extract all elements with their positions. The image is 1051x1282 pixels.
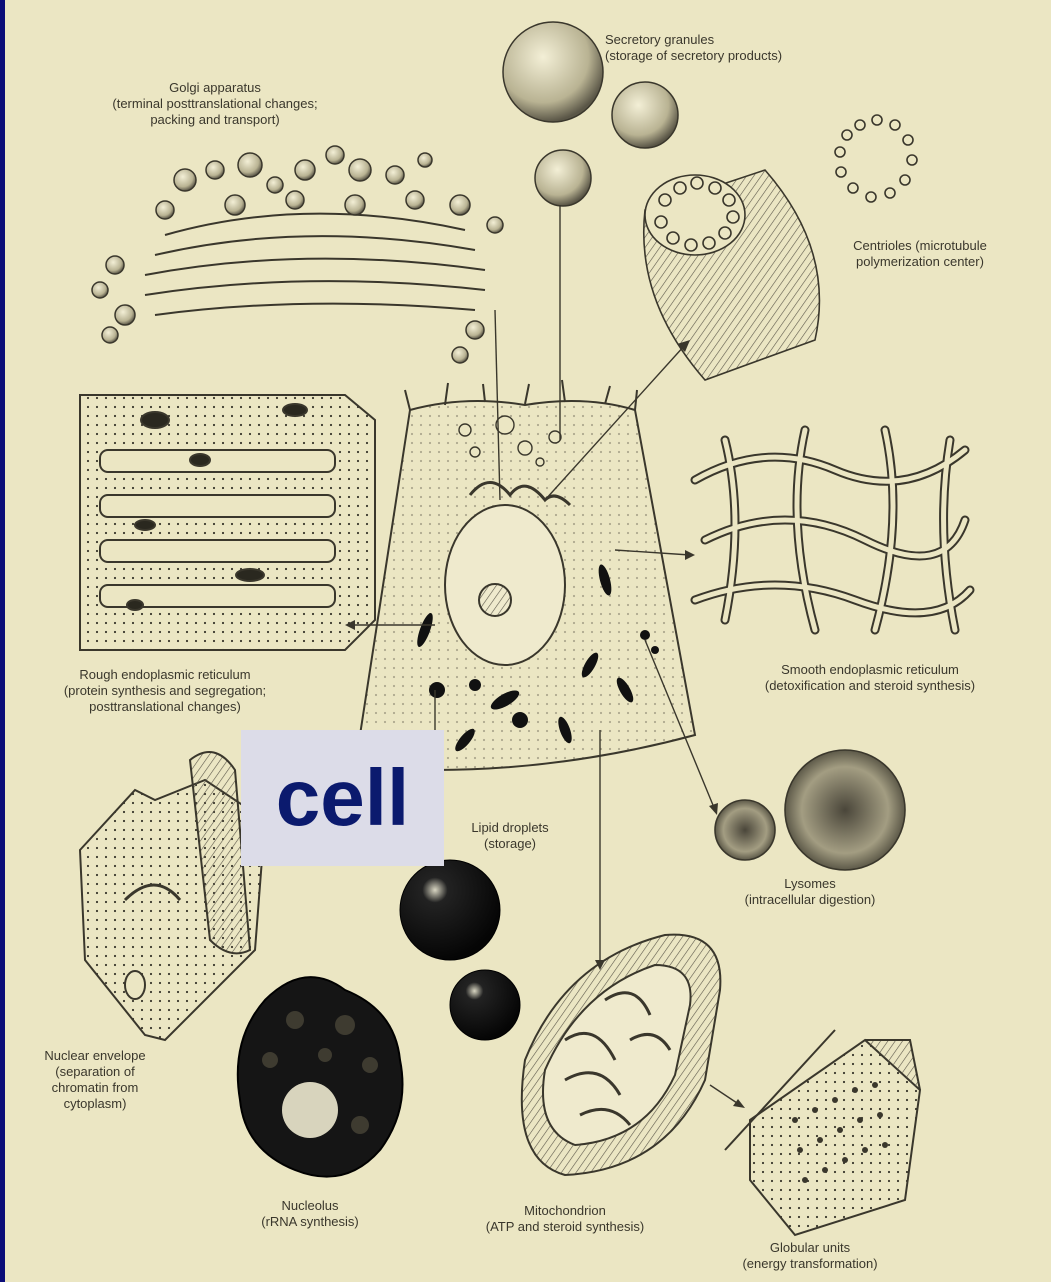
ser-desc-1: (detoxification and steroid synthesis) (695, 678, 1045, 694)
lysomes-drawing (715, 750, 905, 870)
lipid-desc-1: (storage) (435, 836, 585, 852)
globular-desc-1: (energy transformation) (695, 1256, 925, 1272)
nucleolus-name: Nucleolus (235, 1198, 385, 1214)
mitochondrion-drawing (522, 935, 721, 1175)
mito-name: Mitochondrion (435, 1203, 695, 1219)
globular-units-label: Globular units (energy transformation) (695, 1240, 925, 1272)
globular-units-drawing (725, 1030, 920, 1235)
ser-label: Smooth endoplasmic reticulum (detoxifica… (695, 662, 1045, 694)
cell-tag-box: cell (241, 730, 444, 866)
centrioles-label: Centrioles (microtubule polymerization c… (795, 238, 1045, 270)
lipid-label: Lipid droplets (storage) (435, 820, 585, 852)
nuclear-name: Nuclear envelope (10, 1048, 180, 1064)
golgi-label: Golgi apparatus (terminal posttranslatio… (45, 80, 385, 128)
secretory-desc-1: (storage of secretory products) (605, 48, 905, 64)
lysomes-desc-1: (intracellular digestion) (685, 892, 935, 908)
globular-name: Globular units (695, 1240, 925, 1256)
secretory-label: Secretory granules (storage of secretory… (605, 32, 905, 64)
lipid-name: Lipid droplets (435, 820, 585, 836)
diagram-page: Golgi apparatus (terminal posttranslatio… (5, 0, 1051, 1282)
rer-name: Rough endoplasmic reticulum (5, 667, 325, 683)
golgi-name: Golgi apparatus (45, 80, 385, 96)
rough-er-drawing (80, 395, 375, 650)
lipid-droplets-drawing (400, 860, 520, 1040)
centrioles-name: Centrioles (microtubule (795, 238, 1045, 254)
golgi-apparatus-drawing (92, 146, 503, 363)
rer-desc-1: (protein synthesis and segregation; (5, 683, 325, 699)
nuclear-desc-2: chromatin from (10, 1080, 180, 1096)
nuclear-desc-1: (separation of (10, 1064, 180, 1080)
rer-desc-2: posttranslational changes) (5, 699, 325, 715)
rer-label: Rough endoplasmic reticulum (protein syn… (5, 667, 325, 715)
nucleolus-drawing (238, 977, 403, 1177)
nuclear-envelope-drawing (80, 752, 265, 1040)
lysomes-name: Lysomes (685, 876, 935, 892)
golgi-desc-2: packing and transport) (45, 112, 385, 128)
nuclear-envelope-label: Nuclear envelope (separation of chromati… (10, 1048, 180, 1112)
centrioles-desc-1: polymerization center) (795, 254, 1045, 270)
nucleolus-desc-1: (rRNA synthesis) (235, 1214, 385, 1230)
cell-tag-text: cell (241, 730, 444, 866)
mitochondrion-label: Mitochondrion (ATP and steroid synthesis… (435, 1203, 695, 1235)
golgi-desc-1: (terminal posttranslational changes; (45, 96, 385, 112)
mito-desc-1: (ATP and steroid synthesis) (435, 1219, 695, 1235)
ser-name: Smooth endoplasmic reticulum (695, 662, 1045, 678)
nuclear-desc-3: cytoplasm) (10, 1096, 180, 1112)
lysomes-label: Lysomes (intracellular digestion) (685, 876, 935, 908)
central-cell-drawing (350, 380, 695, 770)
nucleolus-label: Nucleolus (rRNA synthesis) (235, 1198, 385, 1230)
secretory-name: Secretory granules (605, 32, 905, 48)
